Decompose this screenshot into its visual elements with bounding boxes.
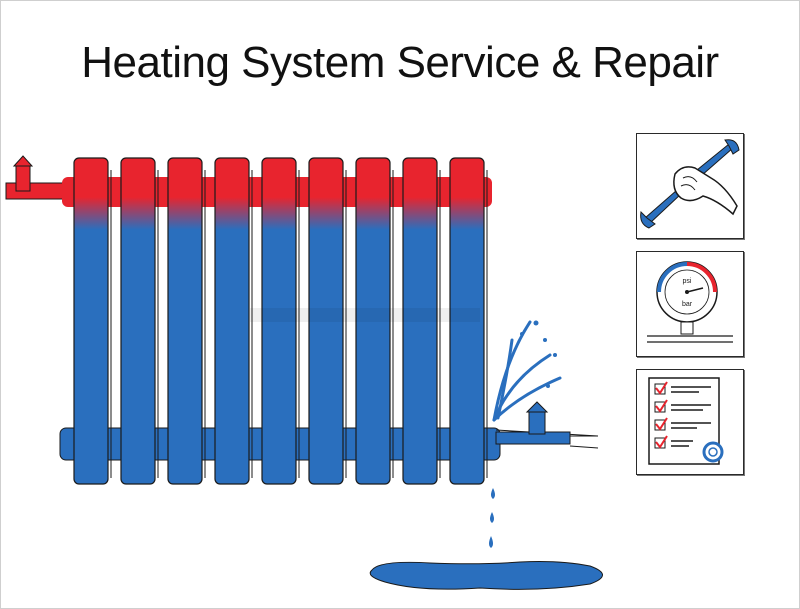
gauge-top-label: psi: [683, 278, 692, 285]
radiator-section: [355, 157, 394, 485]
radiator-section: [308, 157, 347, 485]
radiator-section: [261, 157, 300, 485]
radiator-section: [167, 157, 206, 485]
pressure-gauge-icon: psi bar: [647, 261, 733, 343]
checklist-icon: [648, 377, 724, 465]
service-icon-box-checklist: [636, 369, 744, 475]
inlet-valve-icon: [5, 155, 71, 200]
wrench-hand-icon: [640, 139, 740, 229]
radiator-section: [449, 157, 488, 485]
radiator-icon: [73, 157, 488, 485]
radiator-section: [214, 157, 253, 485]
puddle-icon: [369, 561, 603, 590]
radiator-section: [402, 157, 441, 485]
outlet-valve-icon: [495, 401, 599, 449]
radiator-section: [120, 157, 159, 485]
service-icon-box-gauge: psi bar: [636, 251, 744, 357]
radiator-section: [73, 157, 112, 485]
page-title: Heating System Service & Repair: [81, 38, 719, 87]
gauge-bottom-label: bar: [682, 301, 693, 308]
watermark-graphic: [250, 300, 480, 337]
leak-spray-icon: [492, 320, 562, 422]
water-drop-icon: [489, 488, 495, 548]
service-icon-box-wrench: [636, 133, 744, 239]
